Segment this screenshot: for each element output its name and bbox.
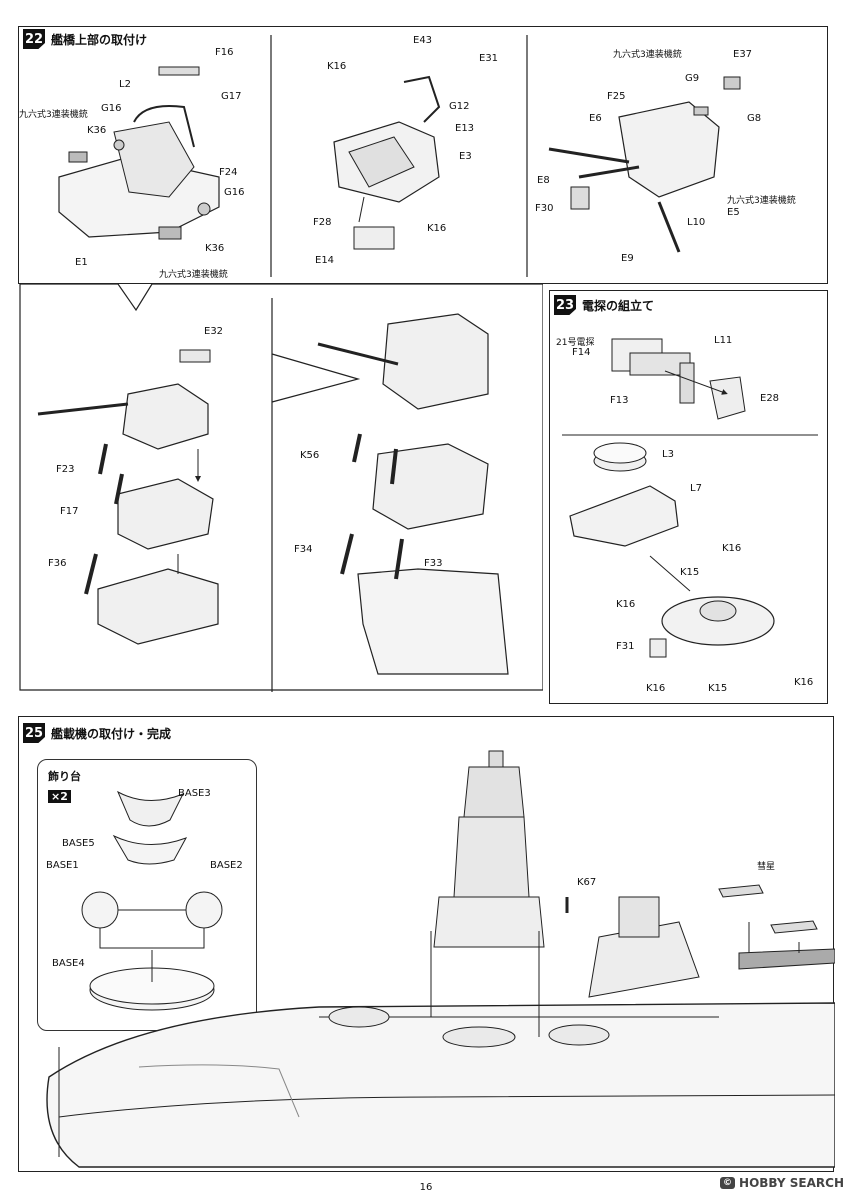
label-E28: E28 (760, 393, 780, 404)
label-K16c: K16 (646, 683, 666, 694)
label-G12: G12 (449, 101, 470, 112)
label-K15b: K15 (708, 683, 728, 694)
label-G16b: G16 (224, 187, 245, 198)
label-F25: F25 (607, 91, 626, 102)
label-mg-c: 九六式3連装機銃 (613, 50, 682, 60)
label-F24: F24 (219, 167, 238, 178)
label-BASE5: BASE5 (62, 838, 95, 849)
label-L11: L11 (714, 335, 733, 346)
label-F14: F14 (572, 347, 591, 358)
label-F16: F16 (215, 47, 234, 58)
label-K16b: K16 (427, 223, 447, 234)
watermark-badge: © (720, 1177, 736, 1189)
step-title: 艦橋上部の取付け (51, 32, 148, 47)
label-K56: K56 (300, 450, 320, 461)
label-mg-a: 九六式3連装機銃 (19, 110, 88, 120)
step-22-panel: 22 艦橋上部の取付け F16 L2 G17 九六式3連装機銃 G16 K36 … (18, 26, 828, 284)
label-E13: E13 (455, 123, 475, 134)
step-22-header: 22 艦橋上部の取付け (23, 29, 147, 49)
label-F34: F34 (294, 544, 313, 555)
label-K15a: K15 (680, 567, 700, 578)
label-E43: E43 (413, 35, 433, 46)
label-K16a: K16 (722, 543, 742, 554)
label-E6: E6 (589, 113, 602, 124)
label-F13: F13 (610, 395, 629, 406)
label-F23: F23 (56, 464, 75, 475)
label-K36b: K36 (205, 243, 225, 254)
label-BASE3: BASE3 (178, 788, 211, 799)
label-G17: G17 (221, 91, 242, 102)
label-mg-d: 九六式3連装機銃 (727, 196, 796, 206)
step-title: 電探の組立て (582, 298, 655, 313)
label-E5: E5 (727, 207, 740, 218)
label-F30: F30 (535, 203, 554, 214)
label-L10: L10 (687, 217, 706, 228)
label-E31: E31 (479, 53, 499, 64)
step-25-panel: 25 艦載機の取付け・完成 飾り台 ×2 BASE3 BASE5 BASE1 B… (18, 716, 835, 1172)
quantity-badge: ×2 (48, 790, 71, 803)
label-BASE4: BASE4 (52, 958, 85, 969)
step-23-panel: 23 電探の組立て 21号電探 F14 L11 F13 E28 L3 L7 K1… (549, 290, 828, 704)
label-E3: E3 (459, 151, 472, 162)
label-F28: F28 (313, 217, 332, 228)
label-suisei: 彗星 (757, 862, 776, 872)
label-F31: F31 (616, 641, 635, 652)
label-F33: F33 (424, 558, 443, 569)
battleship-diagram (46, 750, 835, 1168)
label-L2: L2 (119, 79, 131, 90)
label-L3: L3 (662, 449, 674, 460)
label-BASE2: BASE2 (210, 860, 243, 871)
label-K16d: K16 (794, 677, 814, 688)
watermark-text: HOBBY SEARCH (739, 1176, 844, 1190)
label-K36a: K36 (87, 125, 107, 136)
step-25-header: 25 艦載機の取付け・完成 (23, 723, 171, 743)
watermark: © HOBBY SEARCH (720, 1176, 844, 1190)
step-22-callout: E32 F23 F17 F36 K56 F34 F33 (18, 284, 543, 694)
step-title: 艦載機の取付け・完成 (51, 726, 172, 741)
page-number: 16 (419, 1182, 433, 1193)
label-E32: E32 (204, 326, 224, 337)
label-mg-b: 九六式3連装機銃 (159, 270, 228, 280)
label-K16: K16 (327, 61, 347, 72)
display-stand-box: 飾り台 ×2 BASE3 BASE5 BASE1 BASE2 BASE4 (37, 759, 257, 1031)
stand-title: 飾り台 (48, 770, 81, 783)
label-F36: F36 (48, 558, 67, 569)
label-E8: E8 (537, 175, 550, 186)
label-E37: E37 (733, 49, 753, 60)
label-BASE1: BASE1 (46, 860, 79, 871)
step-number: 23 (554, 295, 576, 315)
label-K16b: K16 (616, 599, 636, 610)
label-G9: G9 (685, 73, 700, 84)
display-stand-diagram (81, 790, 223, 1011)
step-number: 25 (23, 723, 45, 743)
label-E9: E9 (621, 253, 634, 264)
label-L7: L7 (690, 483, 702, 494)
label-radar: 21号電探 (556, 338, 595, 348)
label-E14: E14 (315, 255, 335, 266)
step-23-diagram (562, 338, 818, 658)
label-G8: G8 (747, 113, 762, 124)
step-22-callout-diagram (19, 284, 543, 692)
step-23-header: 23 電探の組立て (554, 295, 654, 315)
label-K67: K67 (577, 877, 597, 888)
label-G16a: G16 (101, 103, 122, 114)
label-F17: F17 (60, 506, 79, 517)
label-E1: E1 (75, 257, 88, 268)
step-22-diagram (58, 35, 741, 277)
step-number: 22 (23, 29, 45, 49)
